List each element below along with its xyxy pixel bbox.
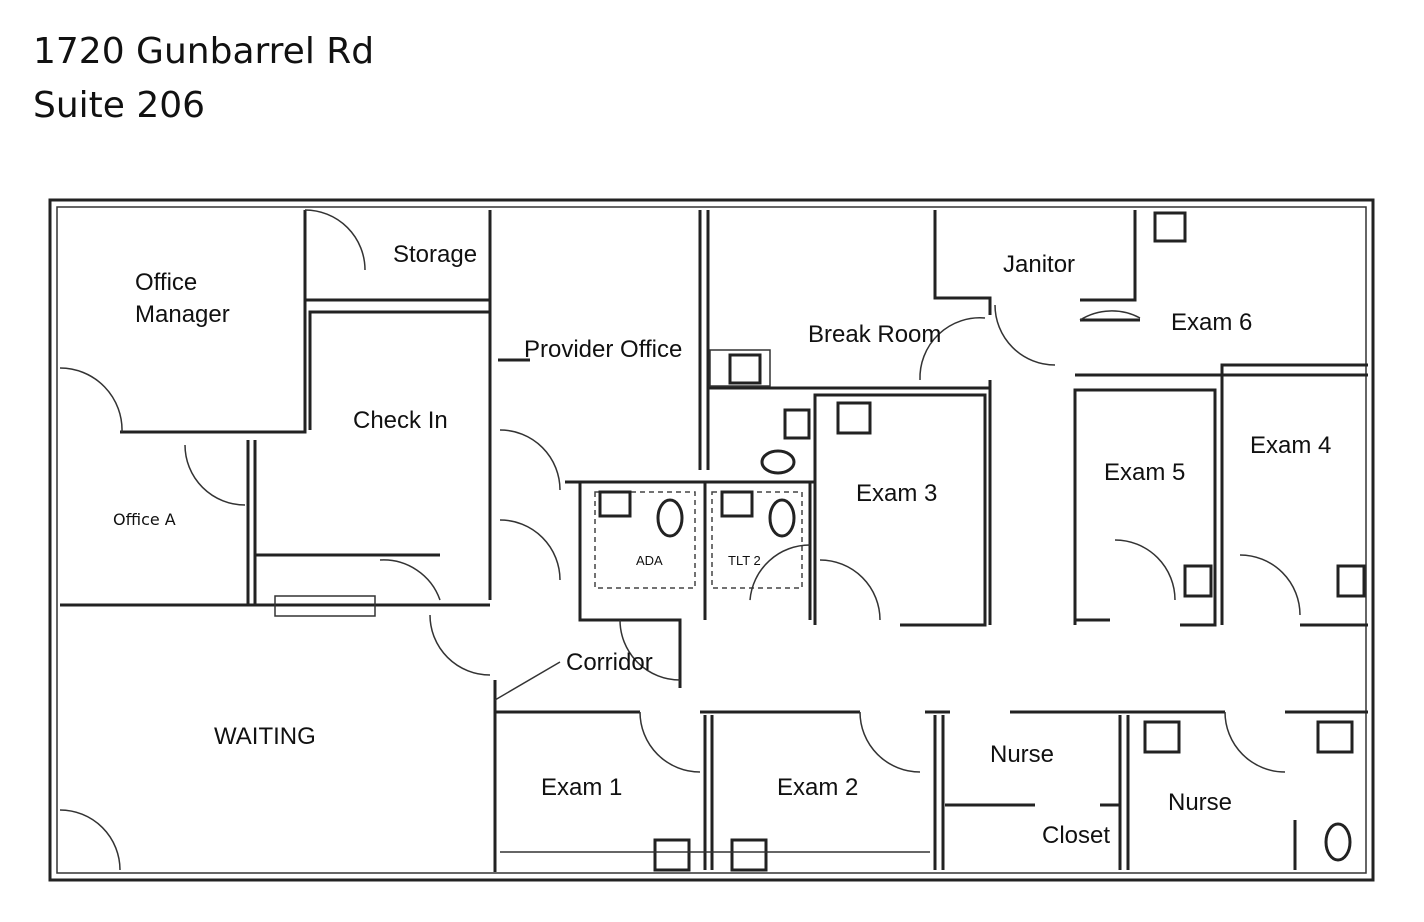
label-exam-1: Exam 1	[541, 774, 622, 801]
door-swings	[59, 209, 1301, 871]
sink-icon	[1143, 720, 1181, 754]
sink-icon	[1316, 720, 1354, 754]
label-exam-4: Exam 4	[1250, 432, 1331, 459]
room-labels: Office Manager Storage Check In Office A…	[113, 241, 1331, 849]
walls	[48, 198, 1375, 882]
sink-icon	[1336, 564, 1366, 598]
toilet-icon	[1324, 822, 1352, 862]
label-exam-2: Exam 2	[777, 774, 858, 801]
label-exam-5: Exam 5	[1104, 459, 1185, 486]
label-nurse-2: Nurse	[1168, 789, 1232, 816]
label-exam-6: Exam 6	[1171, 309, 1252, 336]
label-tlt-2: TLT 2	[728, 553, 761, 568]
toilet-icon	[768, 498, 796, 538]
sink-icon	[598, 490, 632, 518]
sink-icon	[730, 838, 768, 872]
label-office-manager-2: Manager	[135, 301, 230, 328]
sink-icon	[720, 490, 754, 518]
label-check-in: Check In	[353, 407, 448, 434]
address-line-2: Suite 206	[33, 85, 206, 126]
label-storage: Storage	[393, 241, 477, 268]
sink-icon	[1153, 211, 1187, 243]
label-office-manager-1: Office	[135, 269, 197, 296]
label-closet: Closet	[1042, 822, 1110, 849]
label-exam-3: Exam 3	[856, 480, 937, 507]
label-waiting: WAITING	[214, 723, 316, 750]
label-janitor: Janitor	[1003, 251, 1075, 278]
label-nurse-1: Nurse	[990, 741, 1054, 768]
sink-icon	[783, 408, 811, 440]
sink-icon	[653, 838, 691, 872]
address-line-1: 1720 Gunbarrel Rd	[33, 31, 375, 72]
label-break-room: Break Room	[808, 321, 941, 348]
label-provider-office: Provider Office	[524, 336, 682, 363]
fixtures	[500, 211, 1366, 872]
sink-icon	[1183, 564, 1213, 598]
label-corridor: Corridor	[566, 649, 653, 676]
toilet-icon	[656, 498, 684, 538]
label-office-a: Office A	[113, 510, 176, 529]
label-ada: ADA	[636, 553, 663, 568]
sink-icon	[836, 401, 872, 435]
sink-icon	[728, 353, 762, 385]
toilet-icon	[760, 449, 796, 475]
